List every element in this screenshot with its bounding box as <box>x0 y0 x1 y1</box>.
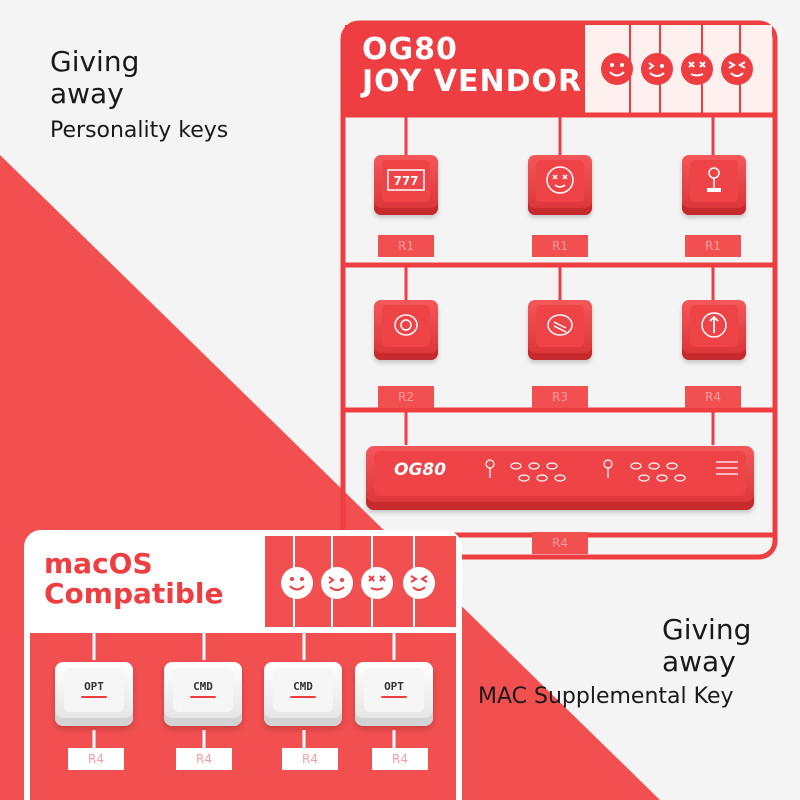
giving-word: Giving <box>662 613 752 646</box>
mac-supplemental-key-label: MAC Supplemental Key <box>478 684 734 709</box>
keycap-opt-right: OPT <box>355 662 433 726</box>
smile-face-icon <box>601 53 633 85</box>
keycap-coin-2 <box>528 300 592 360</box>
svg-text:777: 777 <box>393 174 418 188</box>
spacebar-og80-logo: OG80 <box>394 460 447 480</box>
dizzy-face-icon <box>361 567 393 599</box>
sprue-tag: R4 <box>392 752 408 766</box>
sprue-tag: R2 <box>398 390 414 404</box>
smile-face-icon <box>281 567 313 599</box>
keycap-cmd-left: CMD <box>164 662 242 726</box>
squint-face-icon <box>403 567 435 599</box>
giving-away-heading-top: Giving away <box>50 46 139 110</box>
key-label: OPT <box>384 680 404 693</box>
keycap-cmd-right: CMD <box>264 662 342 726</box>
wink-face-icon <box>321 567 353 599</box>
joystick-icon <box>707 167 721 192</box>
sprue-tag: R1 <box>552 239 568 253</box>
keycap-opt-left: OPT <box>55 662 133 726</box>
slot-777-icon: 777 <box>387 169 425 191</box>
giving-away-heading-bottom: Giving away <box>662 614 751 678</box>
arcade-spacebar-keycap: OG80 <box>366 446 754 510</box>
away-word: away <box>50 77 124 110</box>
sprue-tag: R1 <box>705 239 721 253</box>
wink-face-icon <box>641 53 673 85</box>
coin-stack-icon <box>547 314 573 336</box>
key-label: CMD <box>193 680 213 693</box>
macos-sprue-frame <box>24 530 462 800</box>
sprue-tag: R4 <box>705 390 721 404</box>
coin-icon <box>394 314 418 336</box>
keycap-dizzy-face <box>528 155 592 215</box>
macos-title: macOS <box>44 547 153 580</box>
joy-vendor-sprue-frame <box>340 20 778 560</box>
joy-vendor-title: JOY VENDOR <box>362 64 583 99</box>
sprue-tag: R4 <box>88 752 104 766</box>
keycap-arrow-coin <box>682 300 746 360</box>
compatible-title: Compatible <box>44 577 224 610</box>
arrow-coin-icon <box>701 312 727 338</box>
giving-word: Giving <box>50 45 140 78</box>
sprue-tag: R3 <box>552 390 568 404</box>
sprue-tag: R1 <box>398 239 414 253</box>
personality-keys-label: Personality keys <box>50 118 229 143</box>
sprue-tag: R4 <box>196 752 212 766</box>
arcade-buttons-icon <box>485 459 738 482</box>
away-word: away <box>662 645 736 678</box>
keycap-coin-1 <box>374 300 438 360</box>
squint-face-icon <box>721 53 753 85</box>
sprue-tag: R4 <box>302 752 318 766</box>
dizzy-face-icon <box>546 166 574 194</box>
dizzy-face-icon <box>681 53 713 85</box>
sprue-tag: R4 <box>552 536 568 550</box>
keycap-777: 777 <box>374 155 438 215</box>
og80-title: OG80 <box>362 32 458 67</box>
keycap-joystick <box>682 155 746 215</box>
key-label: OPT <box>84 680 104 693</box>
key-label: CMD <box>293 680 313 693</box>
